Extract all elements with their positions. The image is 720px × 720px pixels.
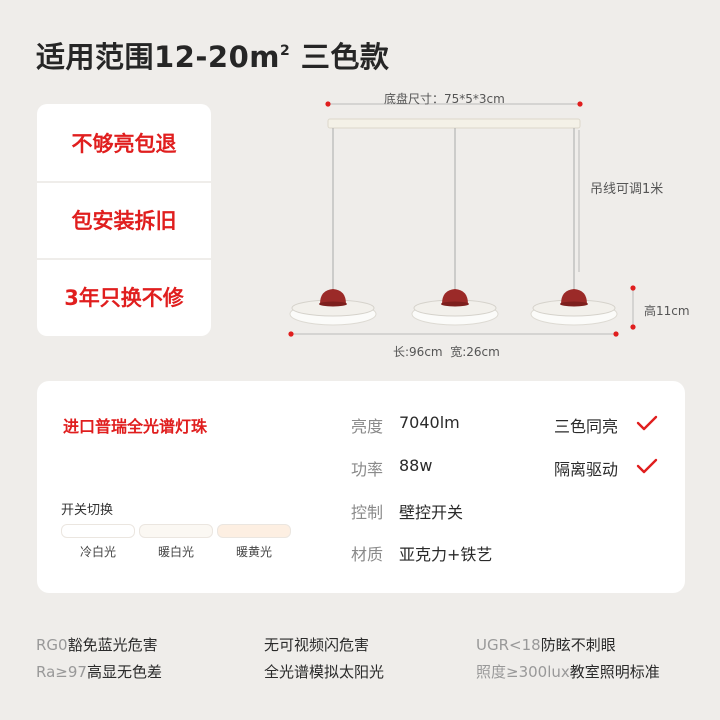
- wire-length-label: 吊线可调1米: [590, 182, 664, 197]
- check-icon: [636, 415, 658, 431]
- promise-return: 不够亮包退: [71, 131, 177, 156]
- spec-value: 7040lm: [399, 413, 460, 432]
- swatch-label-warm-white: 暖白光: [157, 545, 194, 559]
- swatch-label-warm-yellow: 暖黄光: [235, 545, 272, 559]
- feature-ra: Ra≥97高显无色差: [36, 663, 162, 681]
- feature-title: 进口普瑞全光谱灯珠: [63, 417, 208, 436]
- feature-rg0: RG0豁免蓝光危害: [36, 636, 158, 654]
- feature-no-flicker: 无可视频闪危害: [264, 636, 370, 654]
- promise-warranty: 3年只换不修: [64, 285, 184, 310]
- spec-key: 材质: [351, 545, 384, 564]
- divider: [37, 181, 211, 183]
- lamp-shade-1: [289, 289, 377, 326]
- spec-value: 亚克力+铁艺: [399, 545, 493, 564]
- spec-key: 亮度: [351, 417, 384, 436]
- promise-card: 不够亮包退 包安装拆旧 3年只换不修: [37, 104, 211, 336]
- spec-key: 功率: [351, 460, 384, 479]
- length-width-label: 长:96cm 宽:26cm: [393, 345, 500, 359]
- swatch-label-cold-white: 冷白光: [79, 545, 116, 559]
- check-icon: [636, 458, 658, 474]
- swatch-warm-yellow: [217, 524, 291, 538]
- feature-full-spectrum: 全光谱模拟太阳光: [264, 663, 385, 681]
- feature-ugr: UGR<18防眩不刺眼: [476, 636, 616, 654]
- badge-tricolor: 三色同亮: [554, 417, 619, 436]
- lamp-shade-2: [411, 289, 499, 326]
- swatch-cold-white: [61, 524, 135, 538]
- page-title: 适用范围12-20m2 三色款: [36, 40, 390, 74]
- spec-value: 88w: [399, 456, 433, 475]
- spec-card: 进口普瑞全光谱灯珠 开关切换 冷白光 暖白光 暖黄光 亮度 7040lm 功率 …: [37, 381, 685, 593]
- feature-illuminance: 照度≥300lux教室照明标准: [476, 663, 660, 681]
- height-label: 高11cm: [644, 304, 690, 318]
- badge-isolated-driver: 隔离驱动: [554, 460, 619, 479]
- lamp-shade-3: [530, 289, 618, 326]
- base-size-label: 底盘尺寸：75*5*3cm: [384, 92, 505, 106]
- promise-install: 包安装拆旧: [71, 208, 177, 233]
- switch-label: 开关切换: [61, 503, 114, 518]
- swatch-warm-white: [139, 524, 213, 538]
- divider: [37, 258, 211, 260]
- spec-value: 壁控开关: [399, 503, 464, 522]
- spec-key: 控制: [351, 503, 384, 522]
